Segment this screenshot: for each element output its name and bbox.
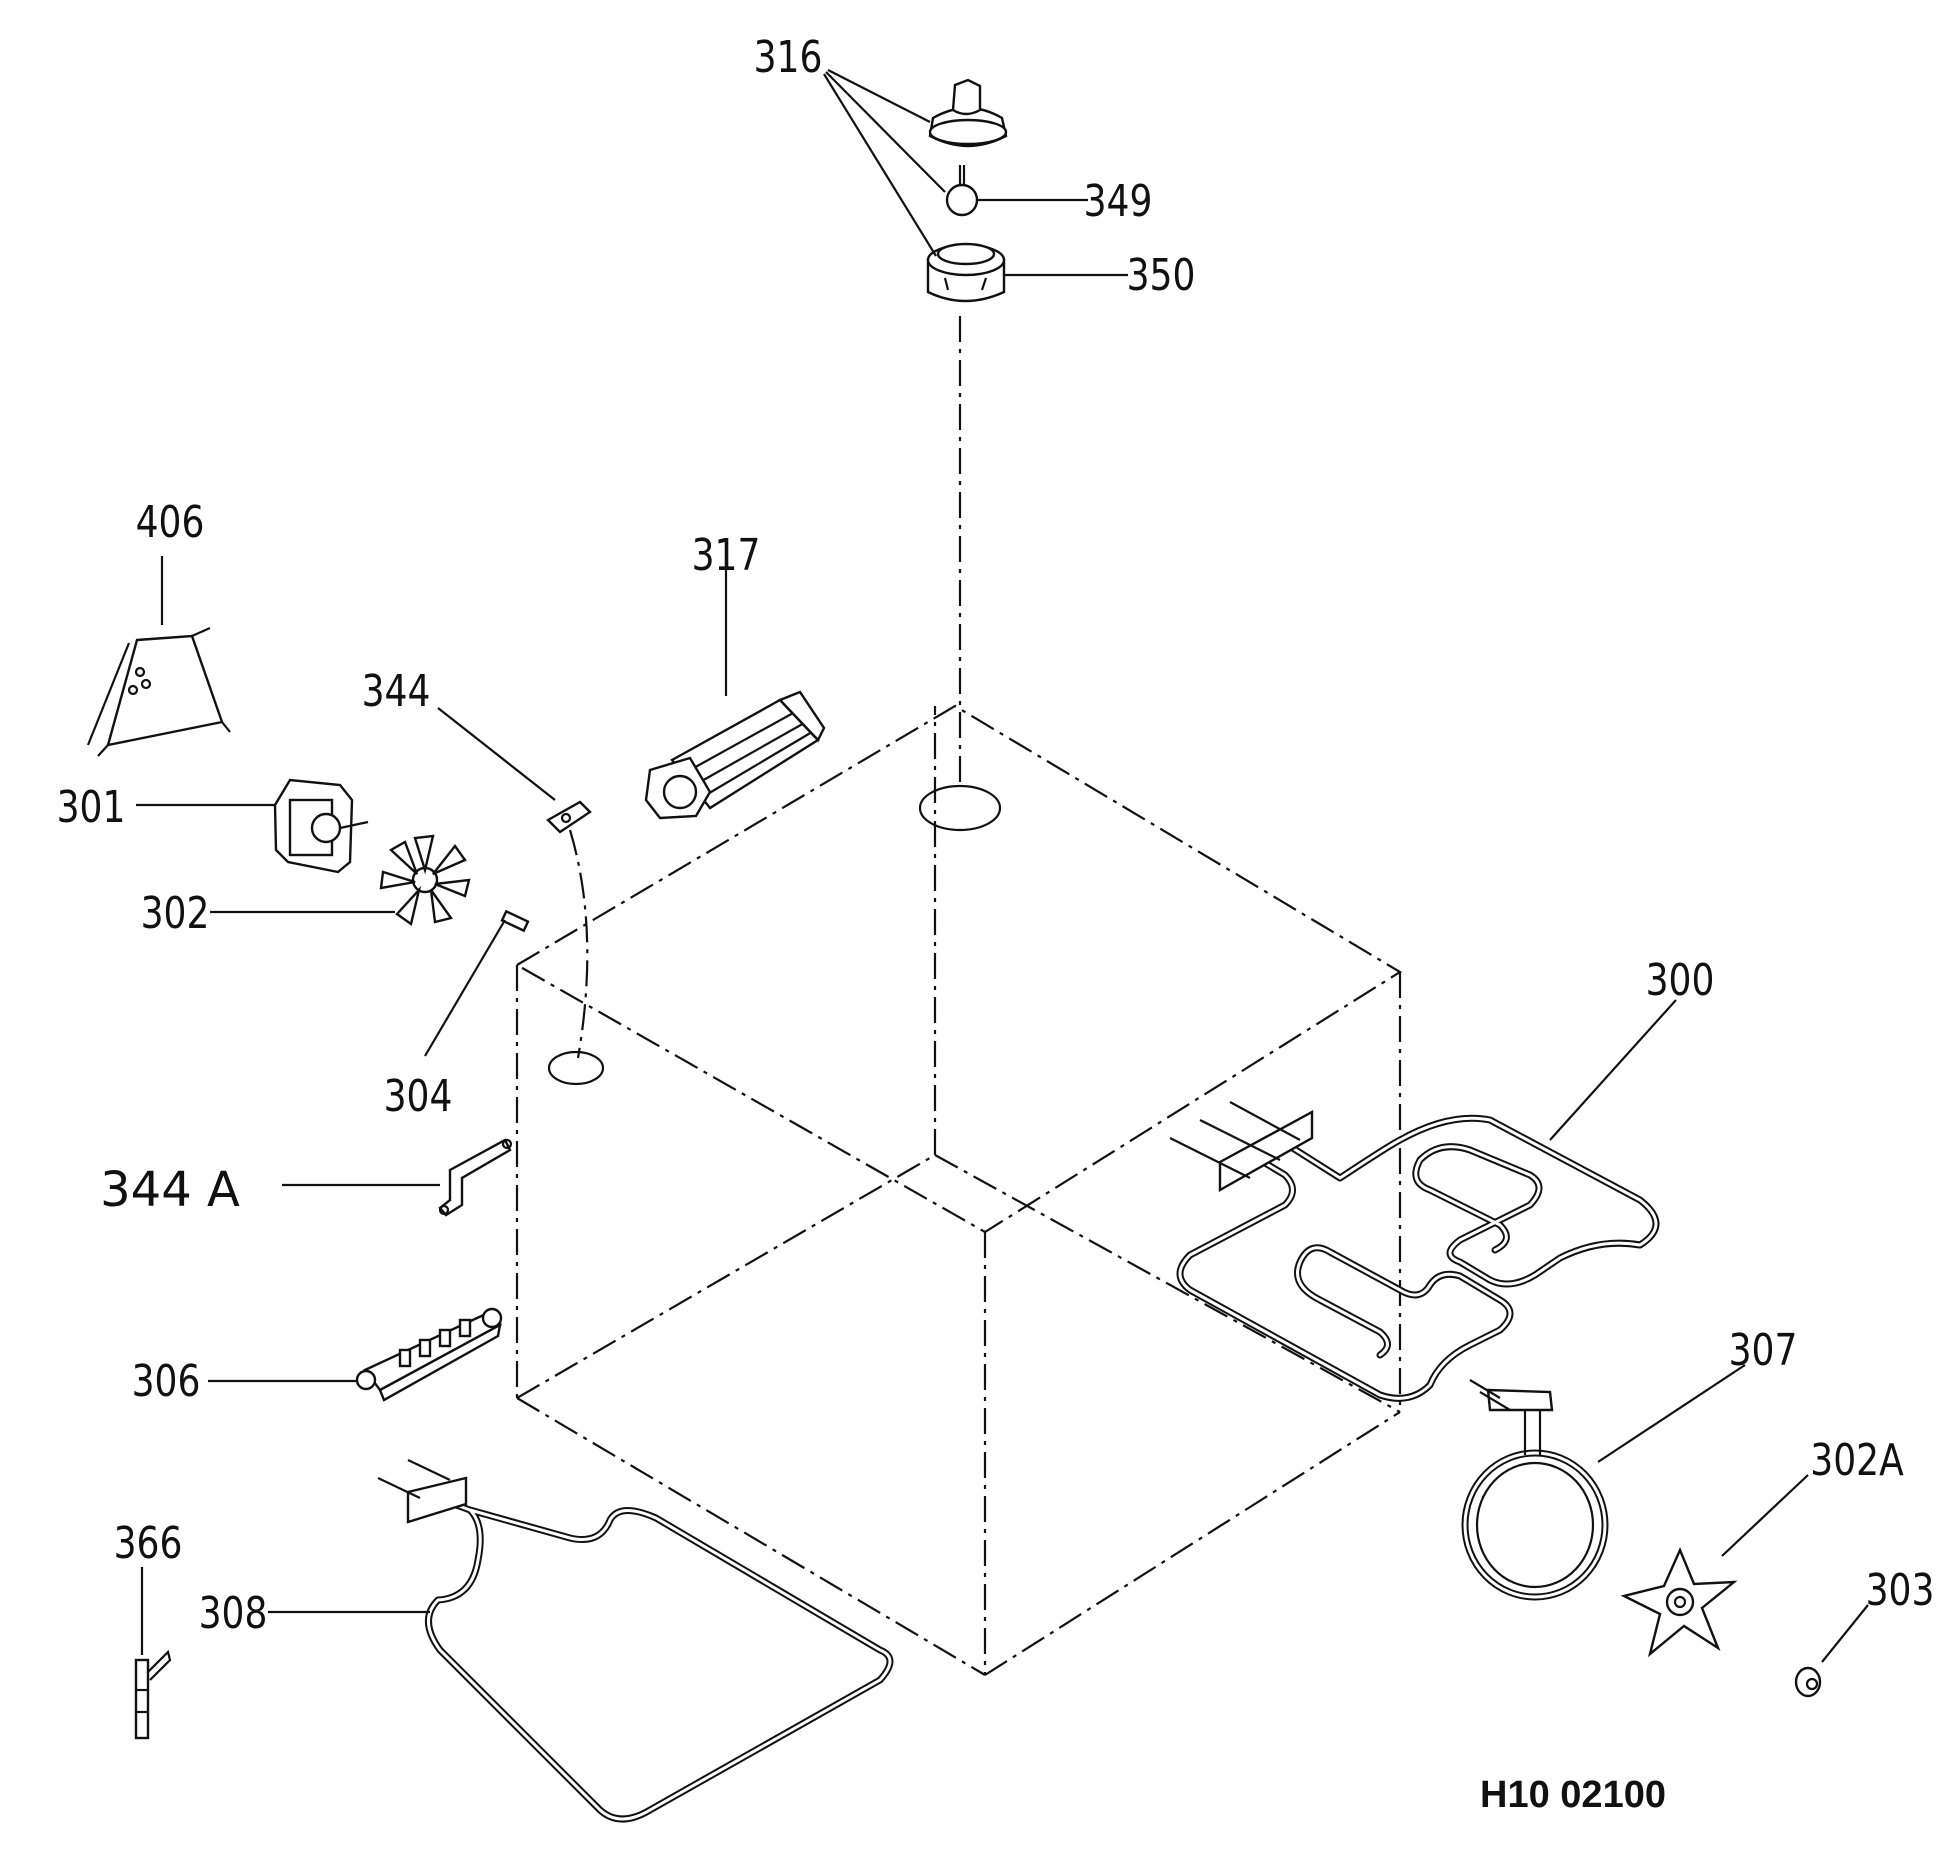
callout-316: 316 xyxy=(754,33,823,83)
callout-304: 304 xyxy=(384,1072,453,1122)
cooling-fan-317 xyxy=(644,690,826,820)
knob-spring-349 xyxy=(945,165,979,217)
bracket-406 xyxy=(86,626,231,757)
bracket-344a xyxy=(438,1138,513,1217)
callout-302a: 302A xyxy=(1810,1436,1904,1486)
circular-element-307 xyxy=(1461,1379,1609,1601)
bottom-heater-308 xyxy=(377,1459,894,1823)
callout-344a: 344 A xyxy=(100,1162,240,1218)
callout-344: 344 xyxy=(362,667,431,717)
callout-406: 406 xyxy=(136,498,205,548)
oven-cavity-outline xyxy=(515,316,1403,1676)
callout-317: 317 xyxy=(692,531,761,581)
nut-303 xyxy=(1794,1666,1822,1698)
leader-lines xyxy=(136,69,1869,1663)
drawing-code: H10 02100 xyxy=(1480,1774,1666,1816)
callout-300: 300 xyxy=(1646,956,1715,1006)
callout-350: 350 xyxy=(1127,251,1196,301)
cavity-side-hole xyxy=(547,1050,605,1086)
callout-303: 303 xyxy=(1866,1566,1935,1616)
grill-element-300 xyxy=(1169,1101,1660,1402)
pin-304 xyxy=(500,909,530,933)
callout-306: 306 xyxy=(132,1357,201,1407)
callout-labels: 316 349 350 406 317 344 301 302 304 300 … xyxy=(57,33,1935,1816)
callout-307: 307 xyxy=(1729,1326,1798,1376)
callout-349: 349 xyxy=(1084,177,1153,227)
callout-301: 301 xyxy=(57,783,126,833)
sensor-344 xyxy=(546,800,592,834)
probe-366 xyxy=(134,1649,172,1740)
cavity-top-hole xyxy=(918,784,1002,832)
callout-302: 302 xyxy=(141,889,210,939)
knob-bezel-350 xyxy=(926,242,1006,303)
fan-blade-302 xyxy=(379,834,471,927)
terminal-block-306 xyxy=(355,1307,503,1402)
fan-302a xyxy=(1620,1546,1738,1658)
fan-motor-301 xyxy=(273,778,369,874)
callout-308: 308 xyxy=(199,1589,268,1639)
thermostat-knob xyxy=(928,78,1008,148)
callout-366: 366 xyxy=(114,1519,183,1569)
